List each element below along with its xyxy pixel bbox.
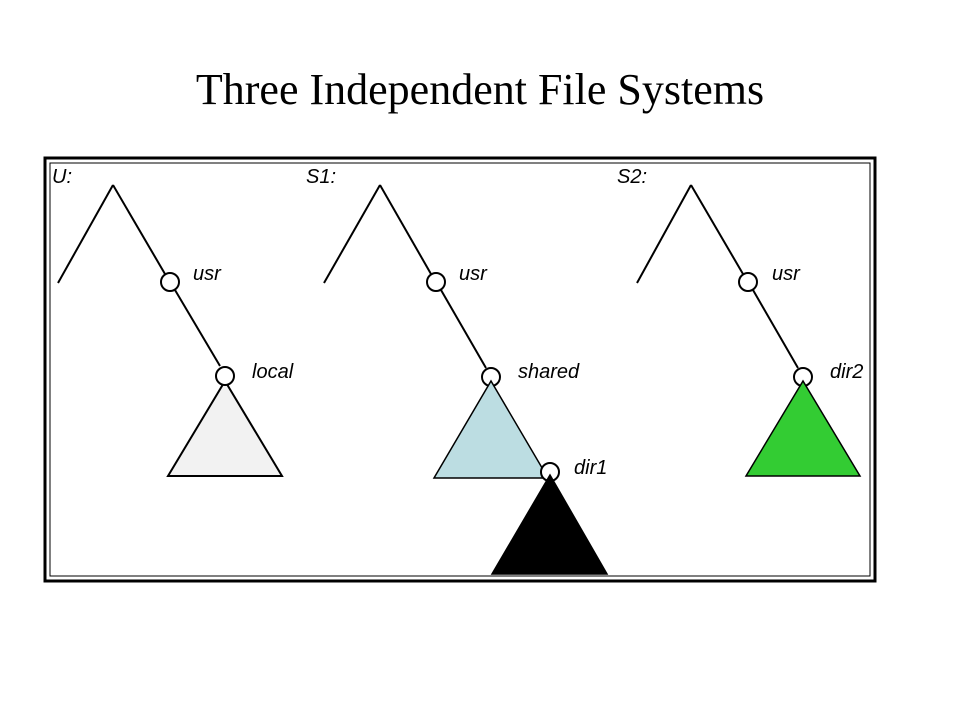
fs-s2-dir2-subtree	[744, 379, 862, 477]
fs-u-local-branch	[174, 289, 221, 367]
fs-s1-shared-label: shared	[518, 361, 580, 383]
fs-s2-dir2-label: dir2	[830, 361, 863, 383]
fs-s1-left-branch	[323, 184, 381, 284]
fs-s1-shared-subtree	[432, 379, 550, 479]
fs-s1-name: S1:	[306, 166, 336, 188]
fs-s1-dir1-subtree	[490, 473, 609, 575]
diagram-frame-inner	[49, 162, 871, 577]
slide-title: Three Independent File Systems	[195, 65, 765, 114]
diagram-frame-outer	[43, 156, 877, 583]
fs-s2-usr-branch	[690, 184, 744, 275]
fs-u-name: U:	[52, 166, 72, 188]
fs-u-usr-label: usr	[193, 263, 222, 285]
fs-s1-usr-label: usr	[459, 263, 488, 285]
fs-s1-dir1-label: dir1	[574, 457, 607, 479]
fs-s2: S2: usr dir2	[617, 166, 863, 477]
fs-s1: S1: usr shared dir1	[306, 166, 609, 575]
fs-u-local-subtree	[166, 379, 284, 477]
fs-s1-shared-branch	[440, 289, 487, 369]
fs-s2-usr-label: usr	[772, 263, 801, 285]
fs-u-usr-node	[160, 272, 180, 292]
fs-s2-dir2-branch	[752, 289, 799, 369]
fs-s2-left-branch	[636, 184, 692, 284]
fs-u: U: usr local	[52, 166, 294, 477]
fs-u-local-node	[215, 366, 235, 386]
fs-s1-usr-branch	[379, 184, 432, 275]
fs-u-usr-branch	[112, 184, 166, 275]
fs-s2-usr-node	[738, 272, 758, 292]
fs-u-left-branch	[57, 184, 114, 284]
fs-u-local-label: local	[252, 361, 294, 383]
fs-s1-usr-node	[426, 272, 446, 292]
fs-s2-name: S2:	[617, 166, 647, 188]
